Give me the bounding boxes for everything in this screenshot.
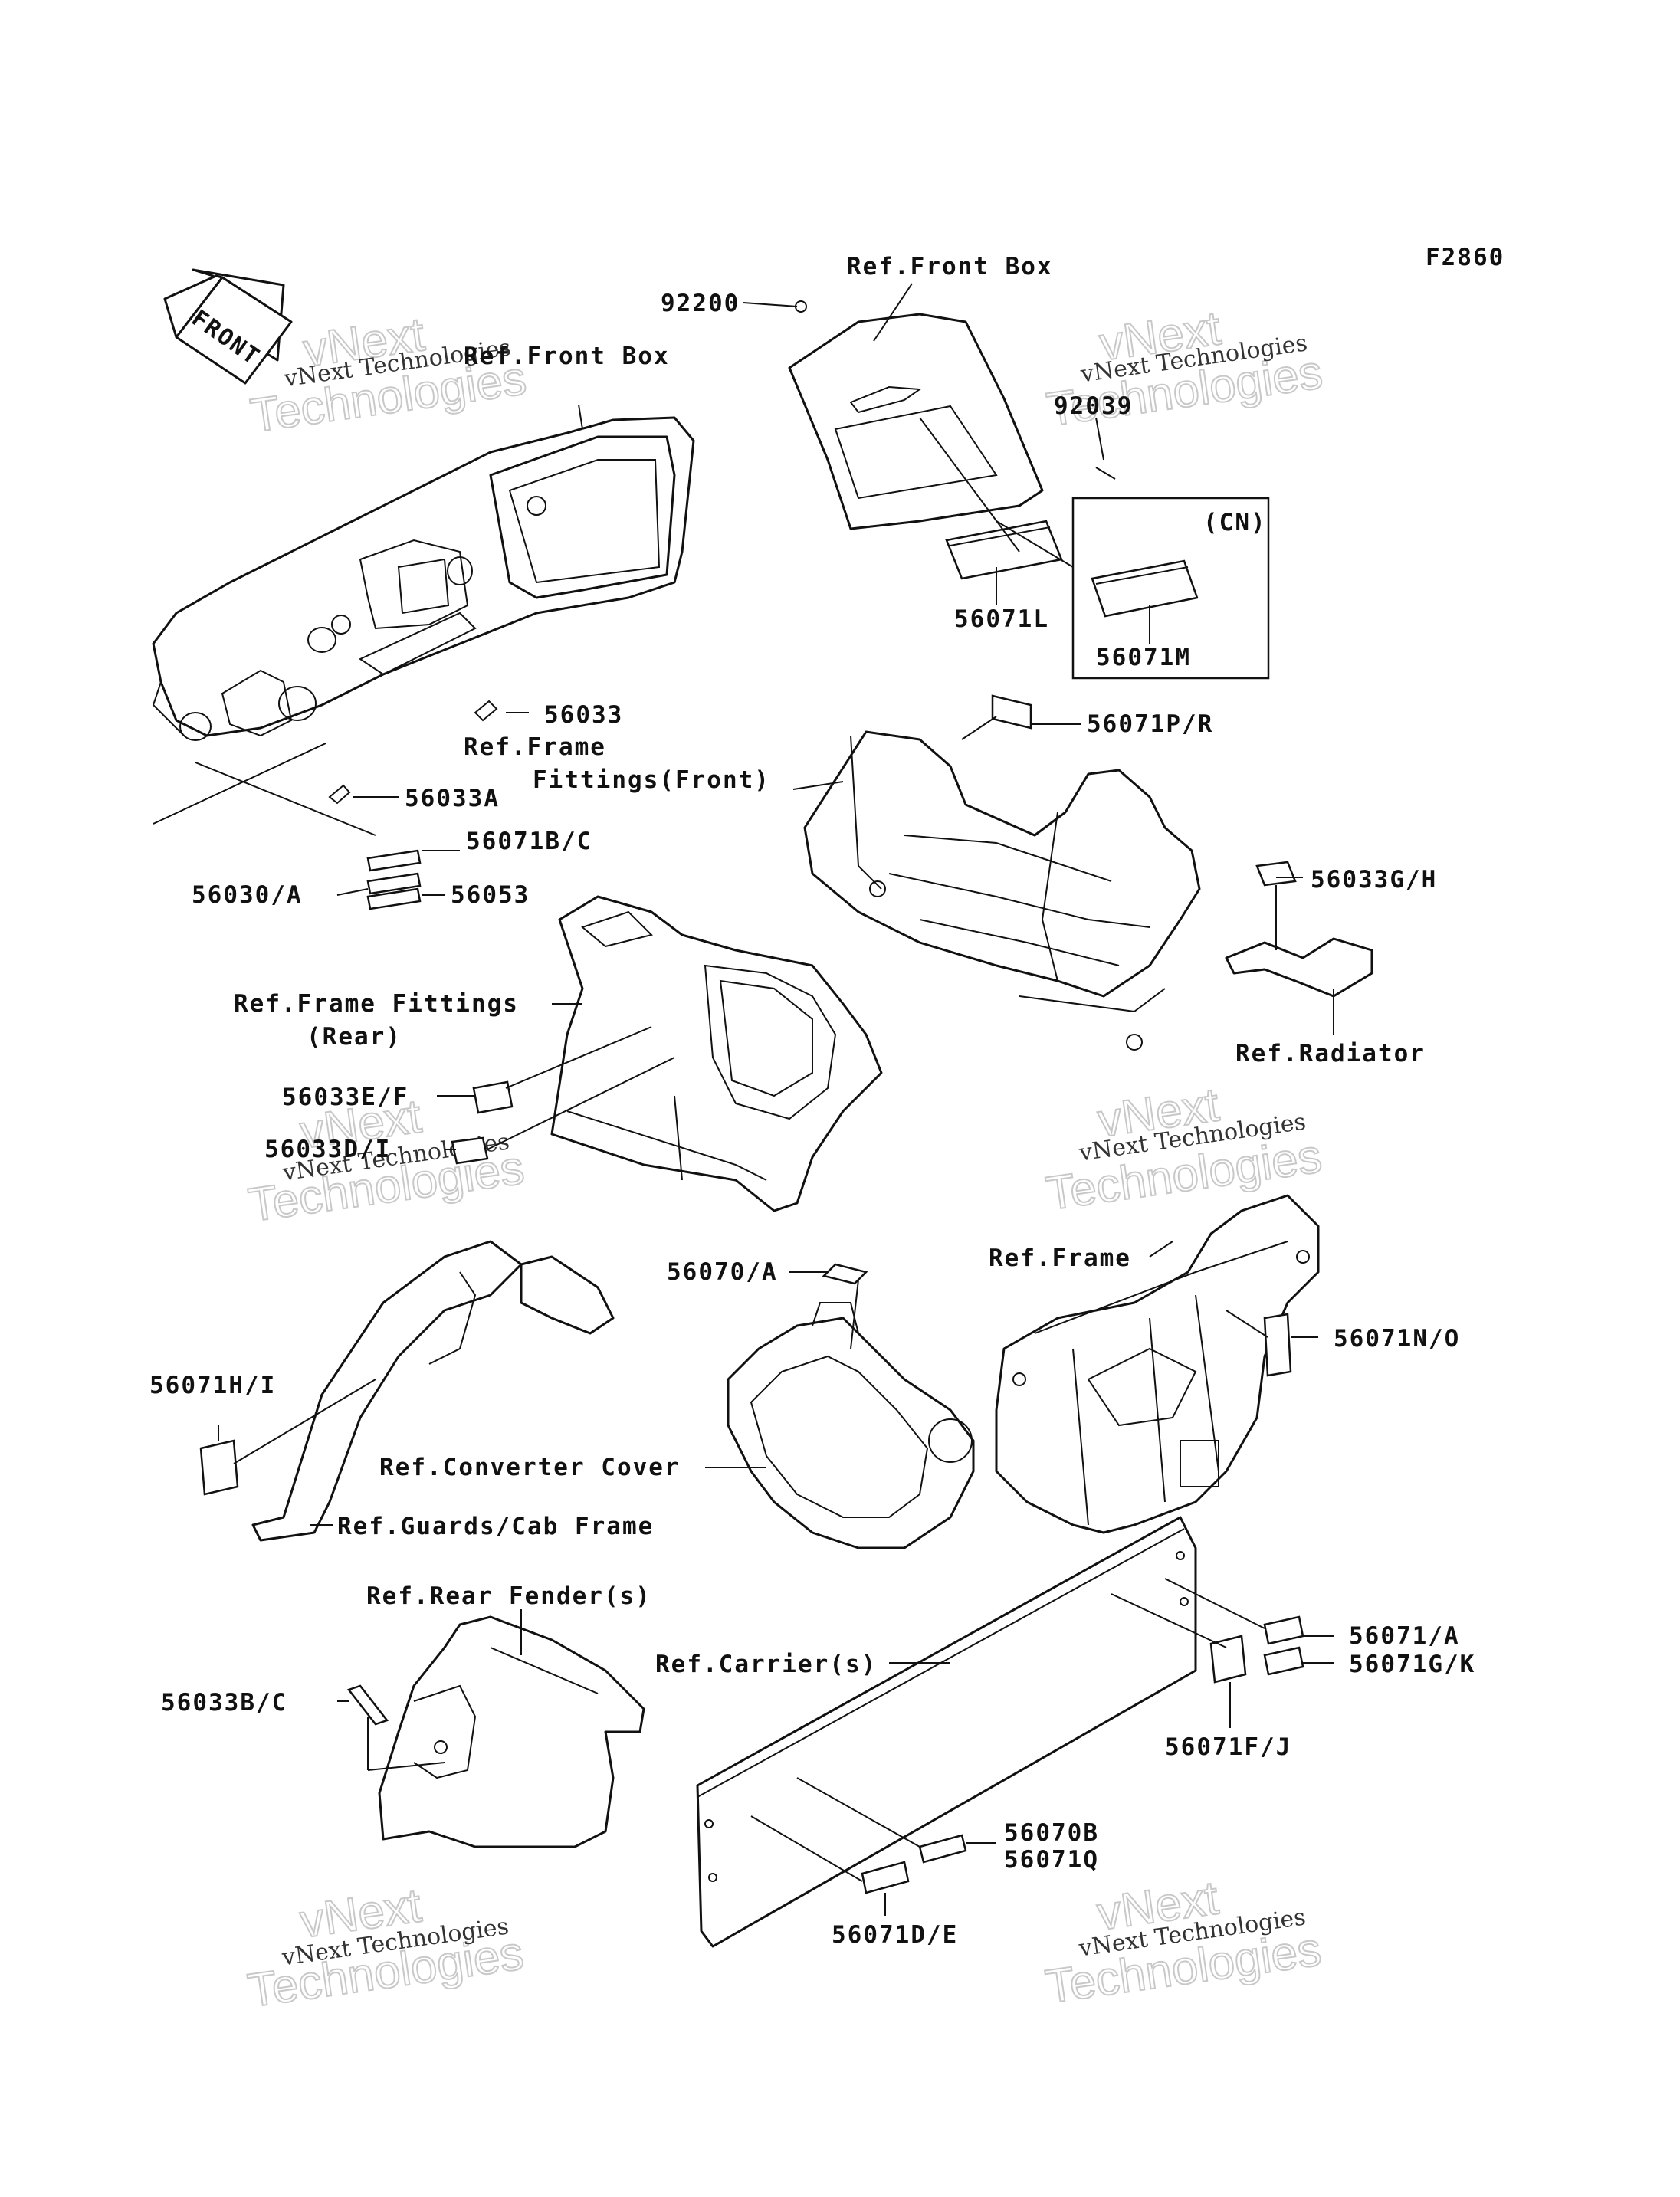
watermark-bottom-left: vNext Technologies vNext Technologies — [244, 1878, 527, 2018]
cn-variant-box — [1071, 497, 1270, 680]
label-56070B: 56070B — [1004, 1819, 1099, 1847]
label-56033BC: 56033B/C — [161, 1689, 287, 1717]
decal-56033EF — [472, 1080, 514, 1114]
part-92039-icon — [1095, 467, 1116, 480]
decal-56053 — [366, 887, 422, 910]
main-frame-part — [995, 1194, 1320, 1534]
decal-56033GH — [1255, 861, 1297, 887]
decal-56071NO — [1263, 1313, 1292, 1377]
decal-56071A — [1263, 1615, 1304, 1645]
dashboard-part — [152, 416, 695, 741]
frame-fittings-rear-part — [550, 895, 883, 1212]
label-56070A: 56070/A — [667, 1258, 778, 1286]
label-ref-frame-fittings-front-1: Ref.Frame — [464, 733, 606, 761]
label-ref-frame-fittings-rear-1: Ref.Frame Fittings — [234, 990, 519, 1018]
watermark-bottom-right: vNext Technologies vNext Technologies — [1042, 1871, 1325, 2015]
figure-code: F2860 — [1426, 244, 1504, 271]
label-56030A: 56030/A — [192, 881, 303, 909]
guards-cab-frame-part — [251, 1240, 615, 1542]
label-56071NO: 56071N/O — [1334, 1325, 1460, 1353]
label-56071FJ: 56071F/J — [1165, 1733, 1291, 1761]
label-56071BC: 56071B/C — [466, 828, 592, 855]
label-ref-frame: Ref.Frame — [989, 1244, 1131, 1272]
label-ref-frame-fittings-rear-2: (Rear) — [307, 1023, 402, 1051]
label-56071M: 56071M — [1096, 644, 1191, 671]
label-ref-rear-fenders: Ref.Rear Fender(s) — [366, 1582, 651, 1610]
label-56053: 56053 — [451, 881, 530, 909]
rear-fender-part — [378, 1615, 645, 1848]
frame-fittings-front-part — [803, 730, 1201, 1051]
decal-56071GK — [1263, 1646, 1304, 1676]
decal-56033BC — [346, 1684, 389, 1726]
label-56071GK: 56071G/K — [1349, 1651, 1475, 1678]
label-56033: 56033 — [544, 701, 623, 729]
decal-56071HI — [199, 1439, 239, 1496]
fitting-56033A-icon — [328, 784, 351, 805]
front-box-lid-part — [788, 300, 1116, 530]
leader-lines — [153, 283, 1334, 1916]
label-cn: (CN) — [1203, 509, 1267, 536]
label-56033EF: 56033E/F — [282, 1084, 409, 1111]
decal-56071DE — [861, 1861, 910, 1894]
label-92039: 92039 — [1054, 392, 1133, 420]
label-56071Q: 56071Q — [1004, 1846, 1099, 1874]
label-56071PR: 56071P/R — [1087, 710, 1213, 738]
decal-56070A — [822, 1263, 868, 1285]
front-direction-arrow-icon: FRONT — [163, 268, 293, 385]
converter-cover-part — [727, 1302, 975, 1549]
label-ref-front-box-top: Ref.Front Box — [847, 253, 1053, 280]
label-ref-carriers: Ref.Carrier(s) — [655, 1651, 877, 1678]
label-56071HI: 56071H/I — [149, 1372, 276, 1399]
label-56071DE: 56071D/E — [832, 1921, 958, 1949]
label-92200: 92200 — [661, 290, 740, 317]
decal-56071BC — [366, 849, 422, 872]
label-56071A: 56071/A — [1349, 1622, 1460, 1650]
fitting-56033-icon — [474, 700, 498, 722]
radiator-bracket-part — [1225, 861, 1373, 998]
callout-labels: Ref.Front Box Ref.Front Box 92200 92039 … — [149, 253, 1475, 1949]
decal-56033DI — [451, 1136, 489, 1165]
decal-56070B-56071Q — [918, 1834, 967, 1864]
label-56033A: 56033A — [405, 785, 500, 812]
label-ref-frame-fittings-front-2: Fittings(Front) — [533, 766, 770, 794]
decal-56030A — [366, 872, 422, 895]
label-ref-radiator: Ref.Radiator — [1235, 1040, 1426, 1067]
label-56071L: 56071L — [954, 605, 1049, 633]
carrier-panel-part — [696, 1516, 1197, 1948]
decal-56071M — [1091, 559, 1199, 618]
label-56033GH: 56033G/H — [1311, 866, 1437, 894]
label-ref-guards-cab-frame: Ref.Guards/Cab Frame — [337, 1513, 654, 1540]
label-ref-converter-cover: Ref.Converter Cover — [379, 1454, 681, 1481]
part-92200-icon — [795, 300, 807, 313]
decal-56071FJ — [1209, 1635, 1247, 1684]
label-ref-front-box-left: Ref.Front Box — [464, 343, 670, 370]
decal-56071PR — [991, 694, 1032, 730]
label-56033DI: 56033D/I — [264, 1136, 391, 1163]
